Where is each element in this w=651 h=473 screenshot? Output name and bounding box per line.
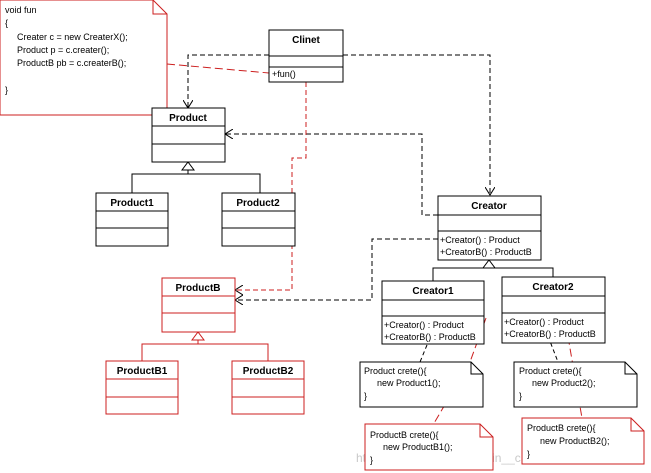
note-fun-line: ProductB pb = c.createrB(); [17, 58, 126, 68]
note-fun-line: Product p = c.creater(); [17, 45, 109, 55]
class-name: Creator [471, 201, 507, 212]
class-product: Product [151, 107, 226, 163]
class-productb1: ProductB1 [105, 360, 179, 415]
class-name: Product2 [236, 198, 280, 209]
product-inheritance-bus [131, 173, 261, 193]
class-name: Clinet [292, 35, 320, 46]
note-line: } [370, 455, 373, 465]
class-operation: +fun() [272, 69, 296, 79]
generalization-triangle [181, 161, 195, 171]
note-line: ProductB crete(){ [527, 423, 596, 433]
generalization-triangle [482, 259, 496, 269]
class-creator: Creator +Creator() : Product +CreatorB()… [437, 195, 542, 261]
note-line: new ProductB1(); [383, 442, 453, 452]
note-creator2: Product crete(){ new Product2(); } [513, 361, 638, 408]
black-connectors [131, 54, 559, 363]
note-fun-line: void fun [5, 5, 37, 15]
note-line: new Product2(); [532, 378, 596, 388]
note-line: } [527, 449, 530, 459]
note-link-creator1 [419, 344, 428, 363]
class-creator2: Creator2 +Creator() : Product +CreatorB(… [501, 276, 606, 344]
class-name: ProductB [176, 283, 221, 294]
class-name: ProductB1 [117, 366, 168, 377]
class-name: ProductB2 [243, 366, 294, 377]
class-operation: +Creator() : Product [440, 235, 520, 245]
note-line: new ProductB2(); [540, 436, 610, 446]
productb-inheritance-bus [141, 343, 269, 361]
note-creator1: Product crete(){ new Product1(); } [359, 361, 484, 408]
note-fun-link [166, 63, 270, 74]
generalization-triangle [191, 331, 205, 341]
class-productb: ProductB [161, 277, 236, 333]
note-fun: void fun { Creater c = new CreaterX(); P… [0, 0, 168, 116]
note-fun-line: } [5, 85, 8, 95]
class-operation: +CreatorB() : ProductB [384, 332, 476, 342]
class-operation: +Creator() : Product [504, 317, 584, 327]
clinet-product-dependency [188, 54, 269, 108]
class-operation: +CreatorB() : ProductB [504, 329, 596, 339]
class-productb2: ProductB2 [231, 360, 305, 415]
note-creator1-productb: ProductB crete(){ new ProductB1(); } [364, 423, 494, 471]
clinet-productb-dependency [235, 82, 307, 290]
note-line: } [519, 391, 522, 401]
class-operation: +Creator() : Product [384, 320, 464, 330]
class-clinet: Clinet +fun() [268, 29, 344, 83]
note-fun-line: { [5, 18, 8, 28]
creator-product-dependency [225, 134, 438, 216]
note-creator2-productb: ProductB crete(){ new ProductB2(); } [521, 417, 645, 465]
creator-productb-dependency [235, 238, 438, 300]
class-name: Product1 [110, 198, 154, 209]
class-name: Product [169, 113, 207, 124]
note-line: ProductB crete(){ [370, 430, 439, 440]
class-product1: Product1 [95, 192, 169, 247]
class-name: Creator2 [532, 282, 574, 293]
class-creator1: Creator1 +Creator() : Product +CreatorB(… [381, 280, 485, 345]
clinet-creator-dependency [343, 54, 490, 195]
note-line: Product crete(){ [364, 366, 427, 376]
note-line: } [364, 391, 367, 401]
class-product2: Product2 [221, 192, 296, 247]
note-line: Product crete(){ [519, 366, 582, 376]
note-line: new Product1(); [377, 378, 441, 388]
note-fun-line: Creater c = new CreaterX(); [17, 32, 128, 42]
class-operation: +CreatorB() : ProductB [440, 247, 532, 257]
class-name: Creator1 [412, 286, 454, 297]
